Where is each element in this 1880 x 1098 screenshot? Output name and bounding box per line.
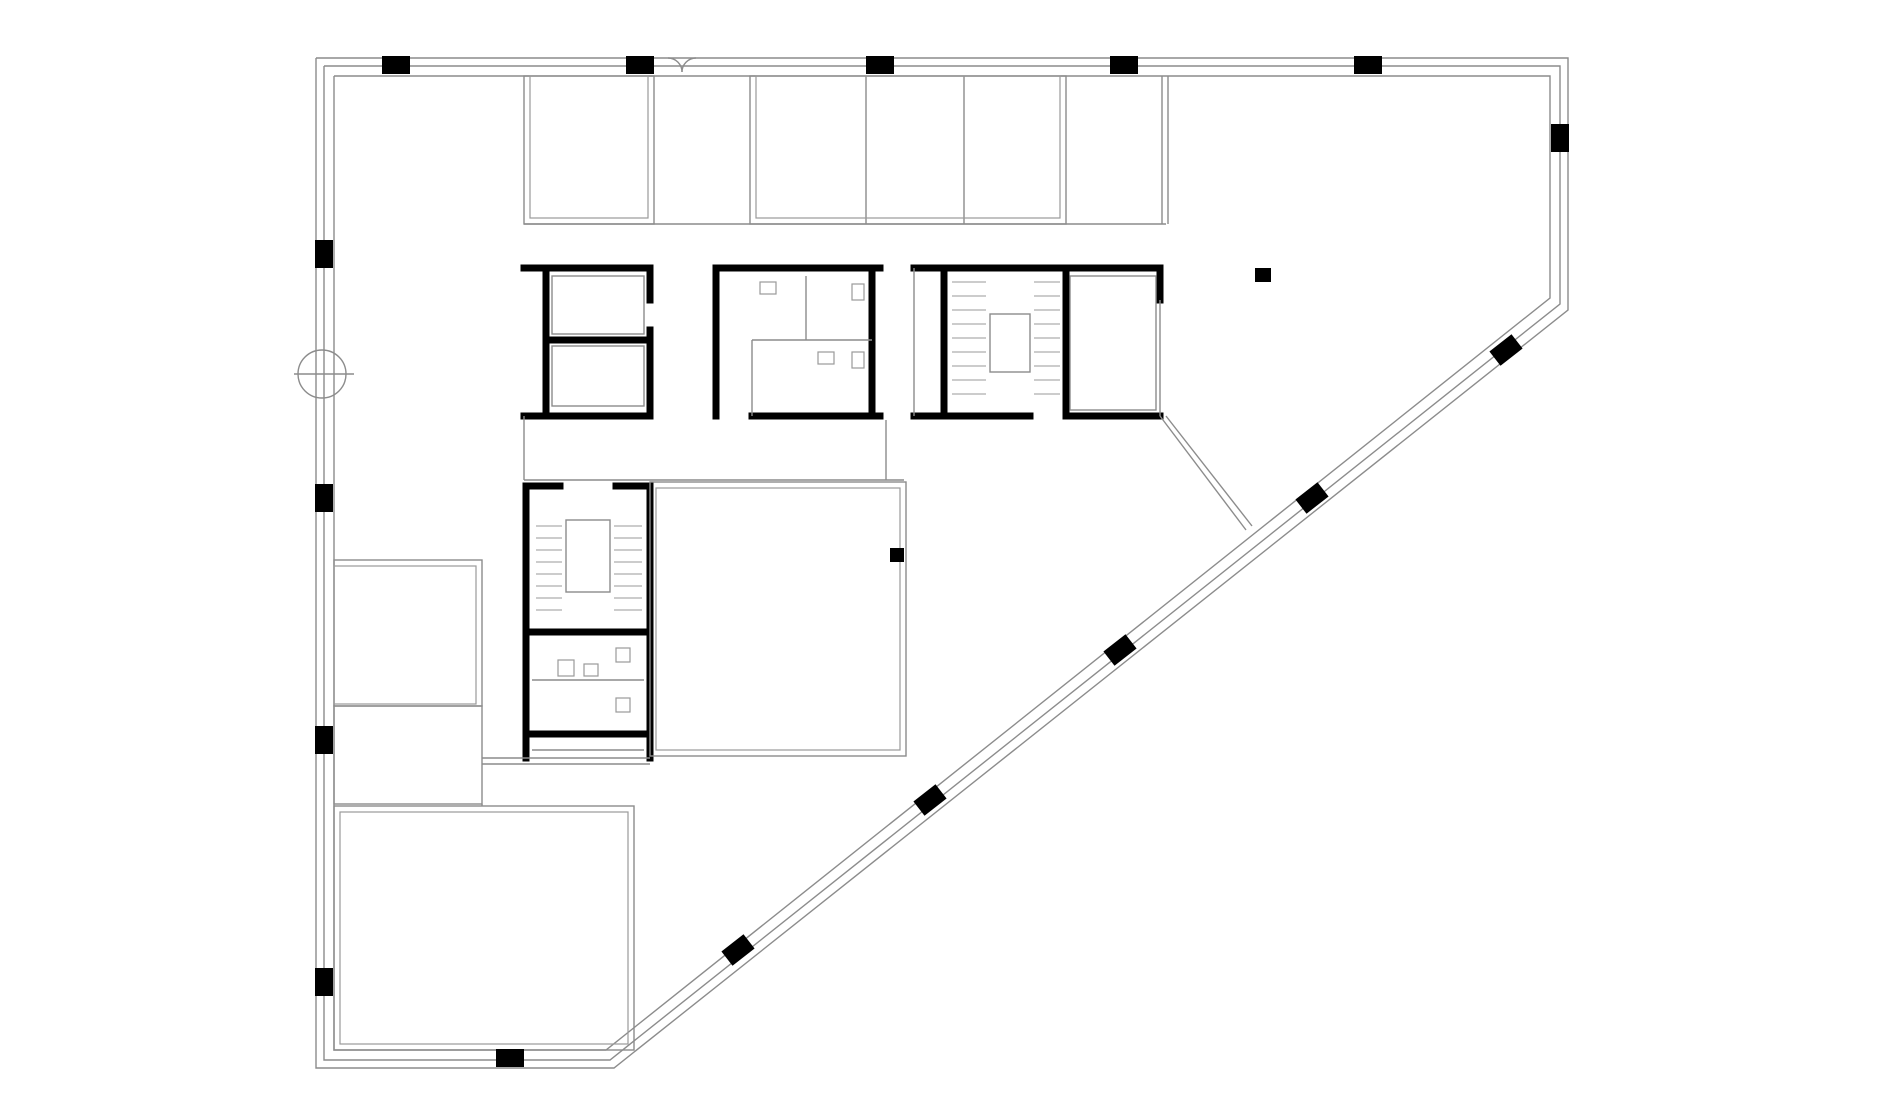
plan-linework [649,481,907,757]
column [1103,634,1137,666]
plan-linework [1159,415,1247,531]
plan-linework [523,75,655,225]
washroom-core-north [712,264,884,420]
column [626,56,654,74]
elevator-core [520,264,654,420]
column [315,240,333,268]
plan-linework [529,75,649,219]
column [1354,56,1382,74]
plan-linework [910,264,1164,420]
entrance-west [294,349,354,399]
plan-linework [333,559,483,707]
column [913,784,947,816]
column [496,1049,524,1067]
structural-columns [315,56,1569,1067]
plan-linework [333,805,635,1051]
plan-linework [565,519,611,593]
office-rooms-west [333,559,650,1051]
column [1255,268,1271,282]
meeting-hall [649,481,907,757]
corridor-partitions [523,223,1166,481]
plan-linework [817,351,835,365]
column [315,968,333,996]
facade-outline [315,57,1569,1069]
plan-linework [1069,275,1157,411]
plan-linework [851,283,865,301]
stair-core-south [522,482,654,762]
plan-linework [681,57,697,73]
column [866,56,894,74]
column [315,726,333,754]
washroom-core-south [532,647,644,751]
column [1551,124,1569,152]
plan-linework [749,75,1067,225]
column [721,934,755,966]
plan-linework [615,647,631,663]
plan-linework [851,351,865,369]
plan-linework [667,57,683,73]
entrance-north [667,57,697,73]
plan-linework [551,275,645,335]
plan-linework [315,57,1569,1069]
plan-linework [323,65,1561,1061]
column [890,548,904,562]
column [382,56,410,74]
plan-linework [755,75,1061,219]
column [1489,334,1523,366]
plan-linework [712,264,884,420]
plan-linework [551,345,645,407]
plan-linework [297,349,347,375]
stair-core-north [952,264,1164,420]
plan-linework [333,565,477,705]
plan-linework [655,487,901,751]
plan-linework [1165,415,1253,527]
column [315,484,333,512]
plan-linework [1062,264,1164,420]
plan-linework [583,663,599,677]
plan-linework [333,705,483,805]
plan-linework [989,313,1031,373]
plan-linework [522,482,654,762]
column [1110,56,1138,74]
plan-linework [333,75,1551,1051]
plan-linework [615,697,631,713]
service-shaft [910,264,1164,420]
storage-room-north [1069,275,1253,531]
office-rooms-north [523,75,1169,225]
plan-linework [339,811,629,1045]
column [1295,482,1329,514]
plan-linework [557,659,575,677]
plan-linework [297,373,347,399]
plan-linework [759,281,777,295]
